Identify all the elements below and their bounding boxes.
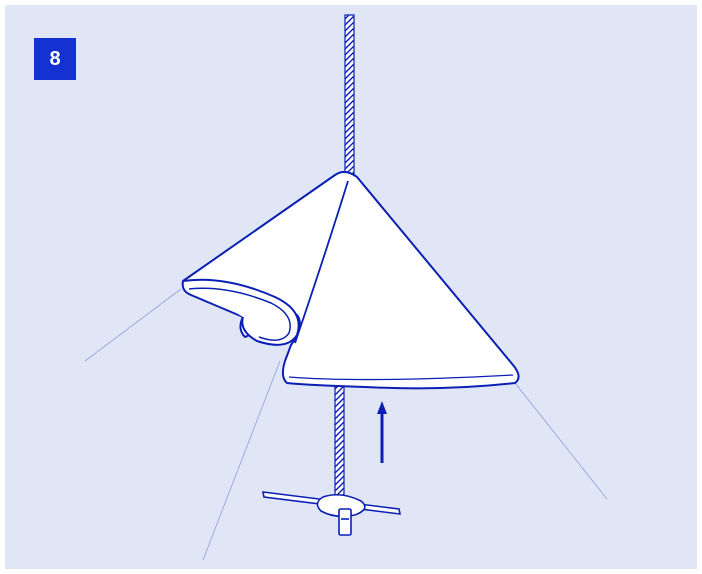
fitting-ring-icon: [263, 492, 400, 535]
cord-lower-icon: [335, 383, 344, 511]
direction-arrow-up-icon: [377, 401, 387, 463]
cord-upper-icon: [345, 15, 354, 187]
instruction-panel: 8: [5, 5, 697, 569]
lamp-shade-illustration: [5, 5, 697, 569]
lamp-shade-icon: [183, 172, 519, 388]
